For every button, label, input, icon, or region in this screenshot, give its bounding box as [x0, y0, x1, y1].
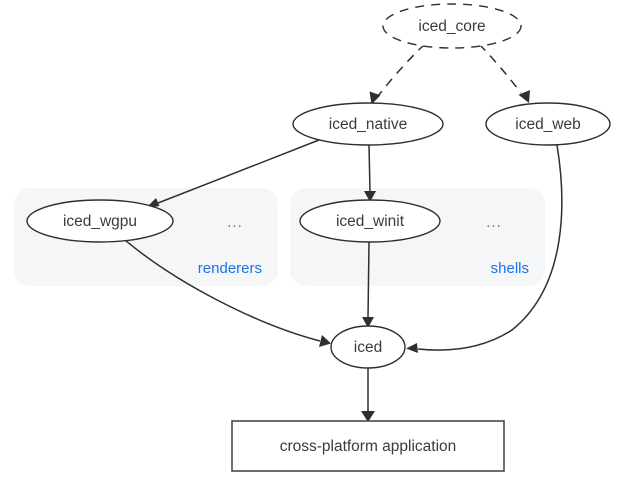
edge-iced-core-to-iced-native-line — [377, 43, 426, 97]
edge-iced-wgpu-to-iced-arrowhead — [319, 335, 331, 347]
node-iced-web-shape[interactable] — [485, 102, 611, 146]
node-iced-web-label: iced_web — [515, 116, 581, 133]
node-iced-web[interactable]: iced_web — [485, 102, 611, 146]
node-iced-label: iced — [354, 339, 382, 356]
edge-iced-winit-to-iced — [362, 241, 374, 328]
edge-iced-to-application — [361, 368, 375, 422]
edge-iced-core-to-iced-native-arrowhead — [369, 91, 381, 105]
edge-iced-native-to-iced-winit — [364, 144, 376, 202]
edge-iced-core-to-iced-native — [369, 43, 426, 105]
node-cross-platform-application-shape[interactable] — [231, 420, 505, 472]
cluster-shells-ellipsis: ... — [486, 214, 502, 231]
node-iced-wgpu[interactable]: iced_wgpu — [26, 199, 174, 243]
edge-iced-winit-to-iced-line — [367, 241, 370, 319]
cluster-renderers-ellipsis: ... — [227, 214, 243, 231]
node-cross-platform-application-label: cross-platform application — [280, 438, 457, 455]
node-iced-native[interactable]: iced_native — [292, 102, 444, 146]
edge-iced-native-to-iced-winit-line — [368, 144, 371, 193]
node-iced-core-shape[interactable] — [382, 3, 522, 49]
edge-iced-web-to-iced-arrowhead — [406, 343, 418, 353]
node-iced[interactable]: iced — [330, 325, 406, 369]
edge-iced-wgpu-to-iced — [124, 239, 331, 347]
edge-iced-wgpu-to-iced-line — [124, 239, 321, 342]
edge-iced-core-to-iced-web-line — [478, 43, 522, 94]
edge-iced-to-application-arrowhead — [361, 411, 375, 422]
node-iced-winit-label: iced_winit — [336, 213, 405, 230]
node-iced-wgpu-shape[interactable] — [26, 199, 174, 243]
cluster-renderers-label: renderers — [198, 260, 262, 277]
edge-iced-web-to-iced-line — [417, 144, 563, 351]
node-iced-winit-shape[interactable] — [299, 199, 441, 243]
edge-iced-core-to-iced-web — [478, 43, 530, 103]
node-iced-native-shape[interactable] — [292, 102, 444, 146]
node-iced-core[interactable]: iced_core — [382, 3, 522, 49]
node-iced-winit[interactable]: iced_winit — [299, 199, 441, 243]
node-iced-core-label: iced_core — [418, 18, 485, 35]
edge-iced-native-to-iced-wgpu-line — [157, 139, 320, 204]
edge-iced-core-to-iced-web-arrowhead — [518, 90, 530, 103]
node-iced-shape[interactable] — [330, 325, 406, 369]
node-iced-wgpu-label: iced_wgpu — [63, 213, 137, 230]
edge-iced-winit-to-iced-arrowhead — [362, 317, 374, 328]
node-cross-platform-application[interactable]: cross-platform application — [231, 420, 505, 472]
cluster-shells-label: shells — [491, 260, 529, 277]
node-iced-native-label: iced_native — [329, 116, 407, 133]
edge-iced-web-to-iced — [406, 144, 563, 353]
edge-iced-native-to-iced-winit-arrowhead — [364, 191, 376, 202]
